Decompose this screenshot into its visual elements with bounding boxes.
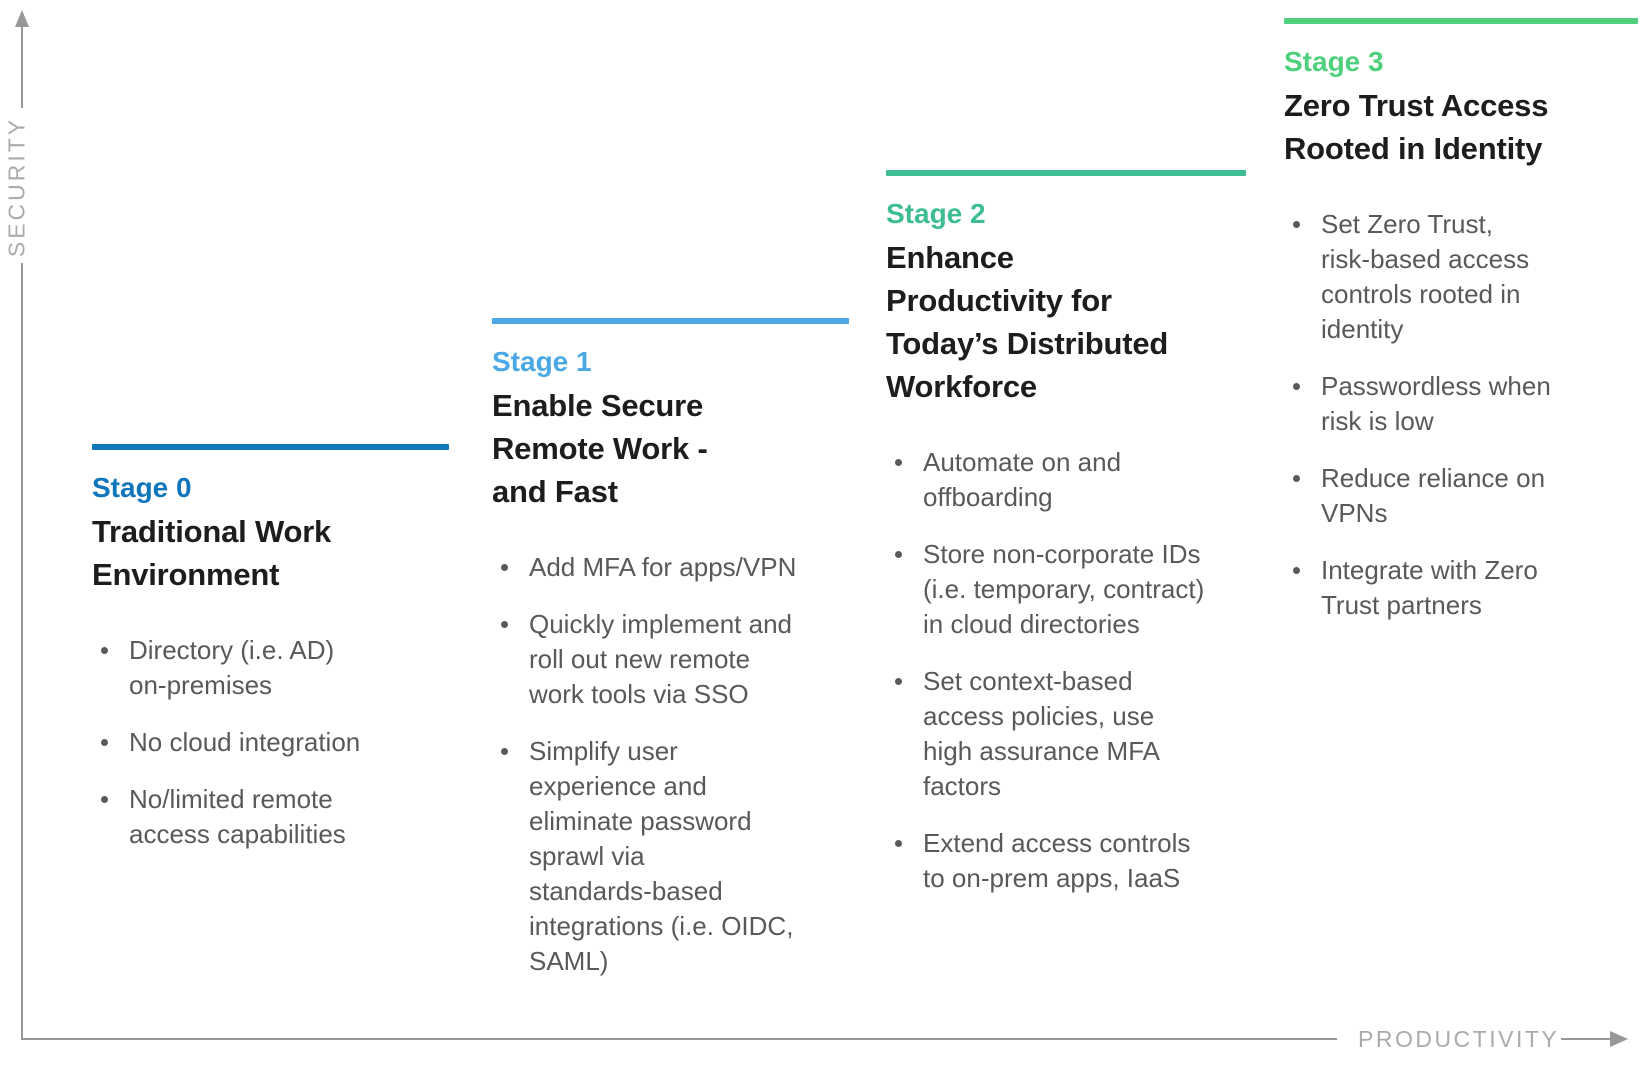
stage-column-2: Stage 2 Enhance Productivity for Today’s…	[886, 170, 1246, 918]
bullet-item: Automate on and offboarding	[886, 445, 1246, 515]
bullet-text: Quickly implement and roll out new remot…	[529, 609, 792, 709]
stage-0-bullet-list: Directory (i.e. AD) on-premises No cloud…	[92, 633, 449, 852]
bullet-dot-icon	[501, 621, 508, 628]
bullet-dot-icon	[101, 796, 108, 803]
x-axis-line	[21, 1038, 1337, 1040]
stage-1-title: Enable Secure Remote Work - and Fast	[492, 388, 708, 509]
bullet-dot-icon	[1293, 221, 1300, 228]
stage-3-title: Zero Trust Access Rooted in Identity	[1284, 88, 1549, 166]
y-axis-arrow-up-icon	[15, 10, 29, 27]
stage-1-bar	[492, 318, 849, 324]
bullet-text: No/limited remote access capabilities	[129, 784, 346, 849]
bullet-dot-icon	[501, 748, 508, 755]
bullet-item: Set context-based access policies, use h…	[886, 664, 1246, 804]
bullet-dot-icon	[1293, 383, 1300, 390]
bullet-text: Store non-corporate IDs (i.e. temporary,…	[923, 539, 1205, 639]
bullet-text: Automate on and offboarding	[923, 447, 1122, 512]
bullet-item: Simplify user experience and eliminate p…	[492, 734, 849, 979]
bullet-text: No cloud integration	[129, 727, 361, 757]
bullet-dot-icon	[895, 459, 902, 466]
bullet-item: Add MFA for apps/VPN	[492, 550, 849, 585]
bullet-text: Directory (i.e. AD) on-premises	[129, 635, 335, 700]
stage-0-label: Stage 0	[92, 472, 192, 503]
bullet-item: Directory (i.e. AD) on-premises	[92, 633, 449, 703]
stage-3-bar	[1284, 18, 1638, 24]
bullet-text: Integrate with Zero Trust partners	[1321, 555, 1538, 620]
bullet-item: No/limited remote access capabilities	[92, 782, 449, 852]
bullet-text: Extend access controls to on-prem apps, …	[923, 828, 1191, 893]
bullet-dot-icon	[895, 678, 902, 685]
bullet-item: Extend access controls to on-prem apps, …	[886, 826, 1246, 896]
bullet-item: No cloud integration	[92, 725, 449, 760]
stage-1-bullet-list: Add MFA for apps/VPN Quickly implement a…	[492, 550, 849, 979]
stage-2-bar	[886, 170, 1246, 176]
bullet-dot-icon	[501, 564, 508, 571]
bullet-dot-icon	[101, 739, 108, 746]
bullet-dot-icon	[895, 551, 902, 558]
x-axis-arrow-right-icon	[1610, 1031, 1628, 1047]
bullet-text: Add MFA for apps/VPN	[529, 552, 797, 582]
x-axis-arrow-line	[1561, 1038, 1611, 1040]
x-axis-label: PRODUCTIVITY	[1358, 1026, 1560, 1052]
bullet-text: Simplify user experience and eliminate p…	[529, 736, 794, 976]
bullet-item: Set Zero Trust, risk-based access contro…	[1284, 207, 1638, 347]
bullet-item: Quickly implement and roll out new remot…	[492, 607, 849, 712]
stage-0-title: Traditional Work Environment	[92, 514, 332, 592]
bullet-item: Store non-corporate IDs (i.e. temporary,…	[886, 537, 1246, 642]
bullet-dot-icon	[101, 647, 108, 654]
bullet-item: Integrate with Zero Trust partners	[1284, 553, 1638, 623]
stage-0-bar	[92, 444, 449, 450]
stage-column-3: Stage 3 Zero Trust Access Rooted in Iden…	[1284, 18, 1638, 645]
bullet-dot-icon	[1293, 567, 1300, 574]
y-axis-line-upper	[21, 26, 23, 108]
bullet-dot-icon	[1293, 475, 1300, 482]
stage-column-1: Stage 1 Enable Secure Remote Work - and …	[492, 318, 849, 1001]
stage-1-label: Stage 1	[492, 346, 592, 377]
stage-3-bullet-list: Set Zero Trust, risk-based access contro…	[1284, 207, 1638, 623]
stage-3-label: Stage 3	[1284, 46, 1384, 77]
bullet-dot-icon	[895, 840, 902, 847]
y-axis-label: SECURITY	[3, 116, 30, 258]
bullet-text: Passwordless when risk is low	[1321, 371, 1551, 436]
y-axis-line	[21, 263, 23, 1040]
stage-2-title: Enhance Productivity for Today’s Distrib…	[886, 240, 1169, 404]
stage-2-bullet-list: Automate on and offboarding Store non-co…	[886, 445, 1246, 896]
bullet-item: Reduce reliance on VPNs	[1284, 461, 1638, 531]
bullet-text: Set context-based access policies, use h…	[923, 666, 1161, 801]
bullet-item: Passwordless when risk is low	[1284, 369, 1638, 439]
bullet-text: Set Zero Trust, risk-based access contro…	[1321, 209, 1530, 344]
bullet-text: Reduce reliance on VPNs	[1321, 463, 1546, 528]
stage-2-label: Stage 2	[886, 198, 986, 229]
stage-column-0: Stage 0 Traditional Work Environment Dir…	[92, 444, 449, 874]
